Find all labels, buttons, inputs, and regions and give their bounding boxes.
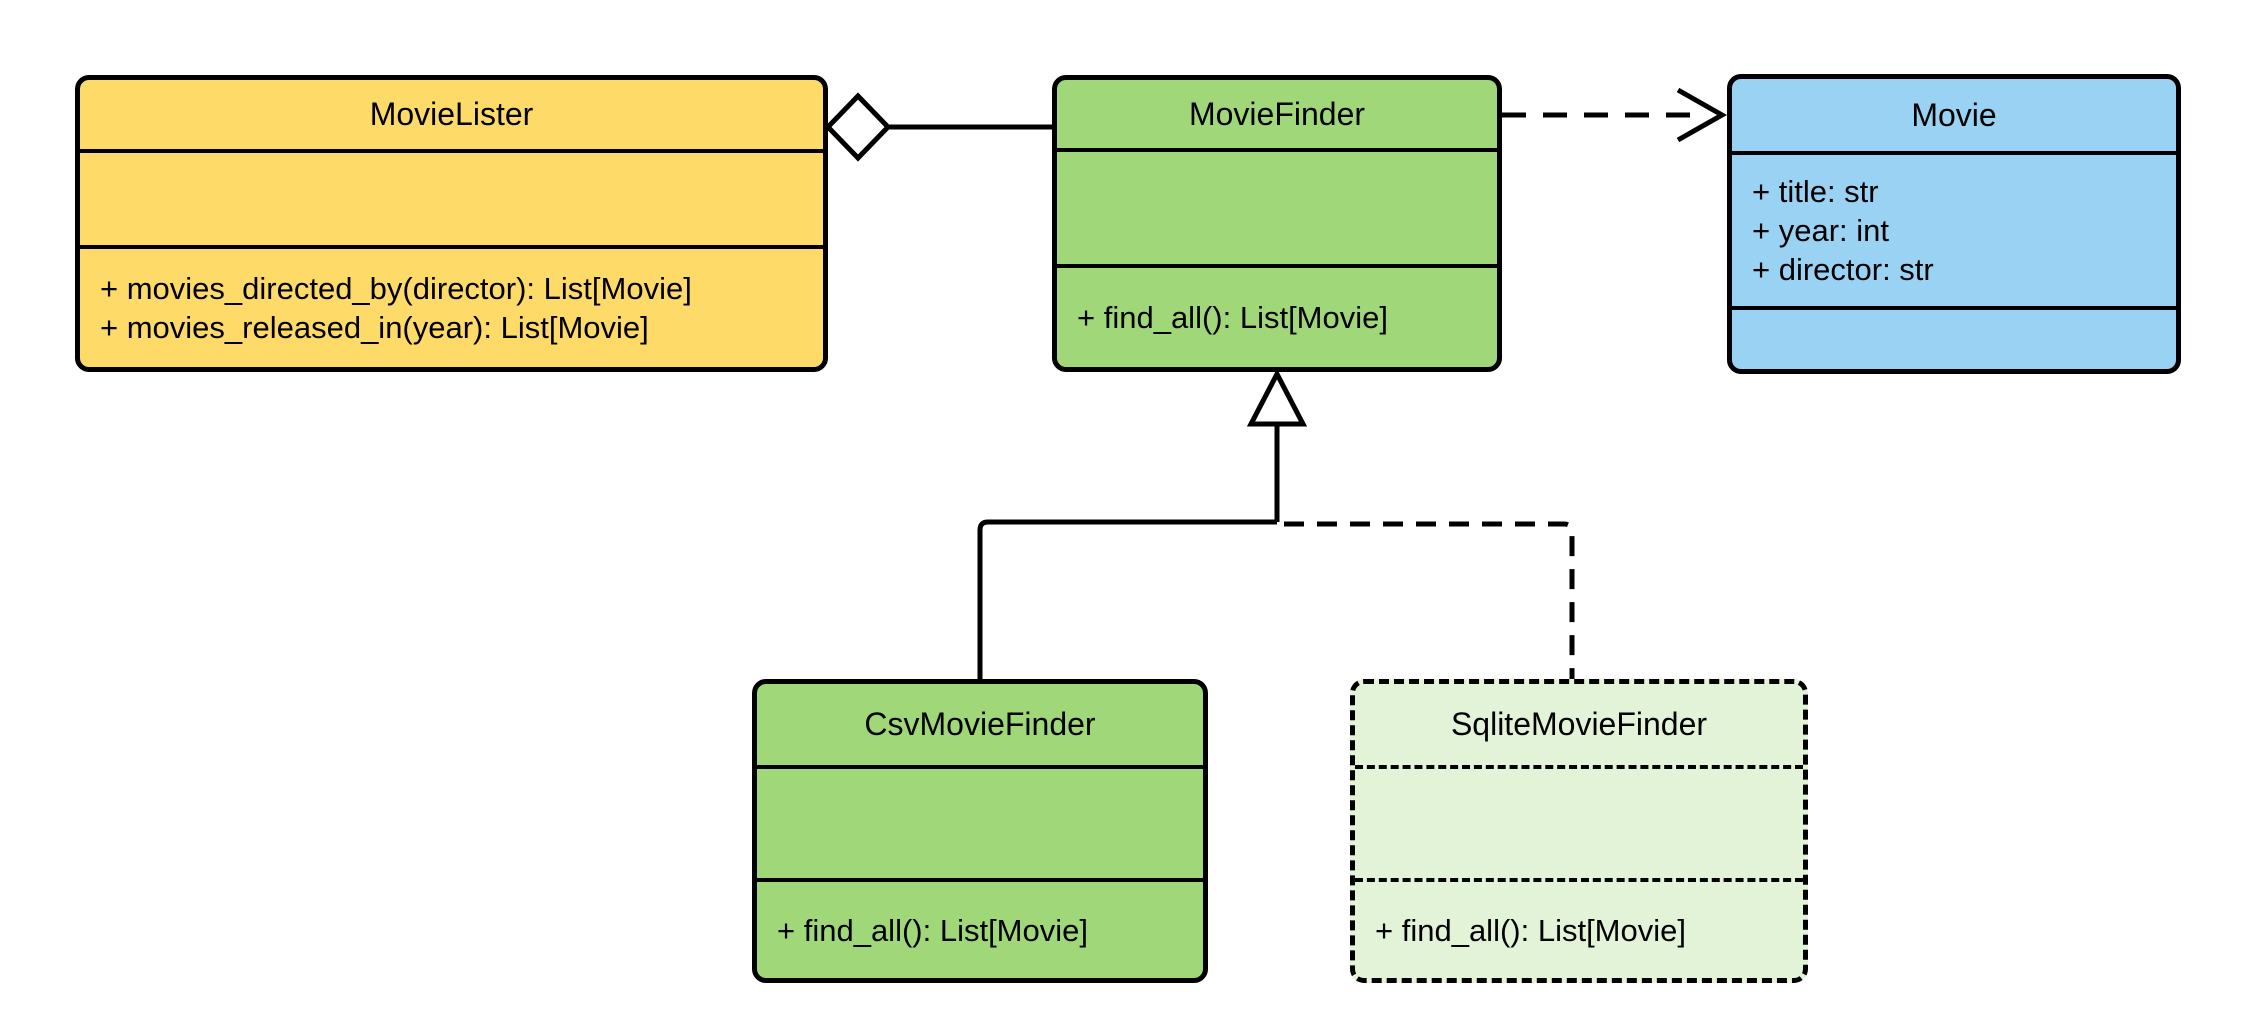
attributes-compartment <box>757 765 1203 878</box>
methods-compartment: + movies_directed_by(director): List[Mov… <box>80 245 823 367</box>
method-label: + find_all(): List[Movie] <box>777 912 1088 948</box>
attributes-compartment <box>1355 765 1803 878</box>
inheritance-triangle-trunk <box>1246 368 1308 522</box>
class-name: SqliteMovieFinder <box>1450 706 1708 742</box>
methods-compartment <box>1732 306 2176 369</box>
attributes-compartment <box>80 149 823 245</box>
attributes-compartment: + title: str + year: int + director: str <box>1732 151 2176 306</box>
methods-compartment: + find_all(): List[Movie] <box>1355 878 1803 978</box>
inheritance-branch-sqlitemoviefinder <box>1284 521 1575 679</box>
class-moviefinder: MovieFinder + find_all(): List[Movie] <box>1052 75 1502 372</box>
class-name: MovieLister <box>369 96 534 132</box>
methods-compartment: + find_all(): List[Movie] <box>1057 264 1497 367</box>
aggregation-movielister-moviefinder <box>824 92 1052 162</box>
aggregation-diamond-icon <box>824 92 892 162</box>
class-name: Movie <box>1911 96 1997 133</box>
methods-compartment: + find_all(): List[Movie] <box>757 878 1203 978</box>
hollow-triangle-icon <box>1246 368 1308 427</box>
attributes-compartment <box>1057 148 1497 264</box>
attribute-label: + year: int <box>1752 213 1889 248</box>
method-label: + movies_directed_by(director): List[Mov… <box>100 271 692 306</box>
class-name: CsvMovieFinder <box>864 706 1096 742</box>
dependency-moviefinder-movie <box>1502 87 1728 143</box>
open-arrowhead-icon <box>1676 87 1728 143</box>
class-csvmoviefinder: CsvMovieFinder + find_all(): List[Movie] <box>752 679 1208 983</box>
method-label: + find_all(): List[Movie] <box>1077 300 1388 335</box>
attribute-label: + director: str <box>1752 252 1934 287</box>
method-label: + find_all(): List[Movie] <box>1375 912 1686 948</box>
class-sqlitemoviefinder: SqliteMovieFinder + find_all(): List[Mov… <box>1350 679 1808 983</box>
class-movie: Movie + title: str + year: int + directo… <box>1727 74 2181 374</box>
class-movielister: MovieLister + movies_directed_by(directo… <box>75 75 828 372</box>
inheritance-branch-csvmoviefinder <box>977 519 1277 679</box>
attribute-label: + title: str <box>1752 174 1879 209</box>
class-name: MovieFinder <box>1188 95 1366 132</box>
method-label: + movies_released_in(year): List[Movie] <box>100 310 649 345</box>
